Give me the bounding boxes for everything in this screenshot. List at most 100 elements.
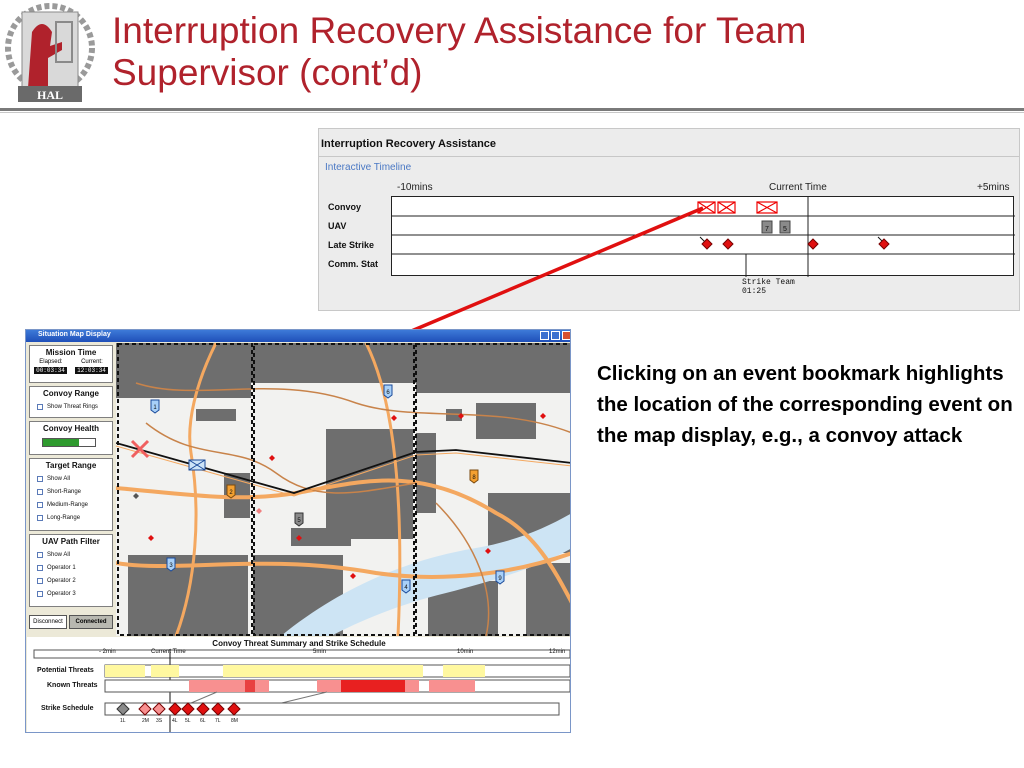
convoy-health-fill — [43, 439, 80, 446]
maximize-button[interactable] — [551, 331, 560, 340]
timeline-panel: Interruption Recovery Assistance Interac… — [318, 128, 1020, 311]
elapsed-value: 00:03:34 — [34, 367, 67, 374]
operator-2-checkbox[interactable] — [37, 577, 43, 584]
uav-marker-2[interactable]: 2 — [226, 484, 236, 499]
show-threat-rings-checkbox[interactable] — [37, 403, 43, 410]
svg-text:5: 5 — [297, 518, 301, 524]
short-range-option[interactable]: Short-Range — [37, 487, 112, 496]
target-range-panel: Target Range Show All Short-Range Medium… — [29, 458, 113, 531]
map-area[interactable]: 1 6 2 5 3 4 9 8 — [116, 343, 570, 636]
title-rule-light — [0, 112, 1024, 113]
uav-marker-8[interactable]: 8 — [469, 469, 479, 484]
elapsed-label: Elapsed: — [39, 359, 63, 365]
target-show-all-option[interactable]: Show All — [37, 474, 112, 483]
control-sidebar: Mission Time Elapsed: Current: 00:03:34 … — [27, 343, 115, 634]
strike-schedule-label: Strike Schedule — [41, 705, 94, 712]
svg-text:8: 8 — [472, 475, 476, 481]
slide-caption: Clicking on an event bookmark highlights… — [597, 362, 1013, 447]
summary-title: Convoy Threat Summary and Strike Schedul… — [212, 639, 386, 648]
window-titlebar: Situation Map Display — [26, 330, 570, 342]
timeline-row-comm-stat: Comm. Stat — [328, 259, 379, 269]
long-range-option[interactable]: Long-Range — [37, 513, 112, 522]
svg-text:7: 7 — [765, 226, 769, 233]
window-title: Situation Map Display — [38, 331, 111, 338]
operator-3-option[interactable]: Operator 3 — [37, 589, 112, 598]
current-label: Current: — [81, 359, 103, 365]
title-rule — [0, 108, 1024, 111]
summary-scale-current: Current Time — [151, 649, 186, 655]
timeline-scale-mid: Current Time — [769, 182, 827, 193]
target-show-all-checkbox[interactable] — [37, 475, 43, 482]
operator-2-option[interactable]: Operator 2 — [37, 576, 112, 585]
uav-marker-4[interactable]: 4 — [401, 579, 411, 594]
long-range-checkbox[interactable] — [37, 514, 43, 521]
convoy-icon[interactable] — [188, 459, 206, 471]
potential-threats-label: Potential Threats — [37, 667, 94, 674]
svg-text:9: 9 — [498, 576, 502, 582]
uav-path-filter-heading: UAV Path Filter — [42, 537, 100, 546]
convoy-attack-bookmark[interactable] — [697, 201, 736, 214]
uav-show-all-checkbox[interactable] — [37, 551, 43, 558]
target-range-heading: Target Range — [45, 461, 97, 470]
svg-text:2: 2 — [229, 490, 233, 496]
mission-time-heading: Mission Time — [45, 348, 97, 357]
threat-summary-panel: Convoy Threat Summary and Strike Schedul… — [27, 637, 570, 732]
uav-marker-1[interactable]: 1 — [150, 399, 160, 414]
situation-map-window: Situation Map Display Mission Time Elaps… — [25, 329, 571, 733]
operator-1-option[interactable]: Operator 1 — [37, 563, 112, 572]
close-button[interactable] — [562, 331, 570, 340]
convoy-health-heading: Convoy Health — [42, 424, 99, 433]
strike-label-3s: 3S — [156, 718, 163, 724]
show-threat-rings-option[interactable]: Show Threat Rings — [37, 402, 112, 411]
operator-1-checkbox[interactable] — [37, 564, 43, 571]
uav-path-filter-panel: UAV Path Filter Show All Operator 1 Oper… — [29, 534, 113, 607]
late-strike-bookmarks[interactable] — [699, 236, 890, 250]
svg-text:3: 3 — [169, 563, 173, 569]
slide-title: Interruption Recovery Assistance for Tea… — [112, 10, 912, 94]
timeline-row-uav: UAV — [328, 221, 347, 231]
strike-team-label: Strike Team 01:25 — [742, 278, 795, 296]
timeline-row-convoy: Convoy — [328, 202, 362, 212]
strike-label-4l: 4L — [172, 718, 178, 724]
uav-show-all-option[interactable]: Show All — [37, 550, 112, 559]
logo-text: HAL — [37, 88, 63, 102]
timeline-scale-left: -10mins — [397, 182, 433, 193]
current-value: 12:03:34 — [75, 367, 108, 374]
strike-label-8m: 8M — [231, 718, 238, 724]
disconnect-button[interactable]: Disconnect — [29, 615, 67, 629]
svg-text:1: 1 — [153, 405, 157, 411]
uav-bookmark-7[interactable]: 7 — [761, 220, 773, 234]
strike-label-7l: 7L — [215, 718, 221, 724]
short-range-checkbox[interactable] — [37, 488, 43, 495]
convoy-range-heading: Convoy Range — [42, 389, 99, 398]
timeline-scale-right: +5mins — [977, 182, 1010, 193]
slide-title-line1: Interruption Recovery Assistance for Tea… — [112, 10, 807, 51]
summary-scale-10min: 10min — [457, 649, 474, 655]
convoy-event-bookmark[interactable] — [756, 201, 778, 214]
uav-marker-9[interactable]: 9 — [495, 570, 505, 585]
uav-marker-3[interactable]: 3 — [166, 557, 176, 572]
timeline-divider — [319, 156, 1019, 157]
summary-scale-5min: 5min — [313, 649, 327, 655]
strike-label-1l: 1L — [120, 718, 126, 724]
timeline-title: Interruption Recovery Assistance — [321, 138, 497, 150]
svg-text:6: 6 — [386, 390, 390, 396]
uav-marker-6[interactable]: 6 — [383, 384, 393, 399]
uav-marker-5[interactable]: 5 — [294, 512, 304, 527]
convoy-health-bar — [42, 438, 96, 447]
known-threats-label: Known Threats — [47, 682, 98, 689]
medium-range-checkbox[interactable] — [37, 501, 43, 508]
strike-label-2m: 2M — [142, 718, 149, 724]
medium-range-option[interactable]: Medium-Range — [37, 500, 112, 509]
summary-scale-minus-2min: - 2min — [99, 649, 116, 655]
minimize-button[interactable] — [540, 331, 549, 340]
convoy-health-panel: Convoy Health — [29, 421, 113, 455]
operator-3-checkbox[interactable] — [37, 590, 43, 597]
summary-scale-12min: 12min — [549, 649, 566, 655]
convoy-range-panel: Convoy Range Show Threat Rings — [29, 386, 113, 418]
timeline-grid: 7 5 — [391, 196, 1015, 277]
convoy-attack-marker[interactable] — [130, 439, 150, 459]
mission-time-panel: Mission Time Elapsed: Current: 00:03:34 … — [29, 345, 113, 383]
slide-title-line2: Supervisor (cont’d) — [112, 52, 423, 93]
uav-bookmark-5[interactable]: 5 — [779, 220, 791, 234]
